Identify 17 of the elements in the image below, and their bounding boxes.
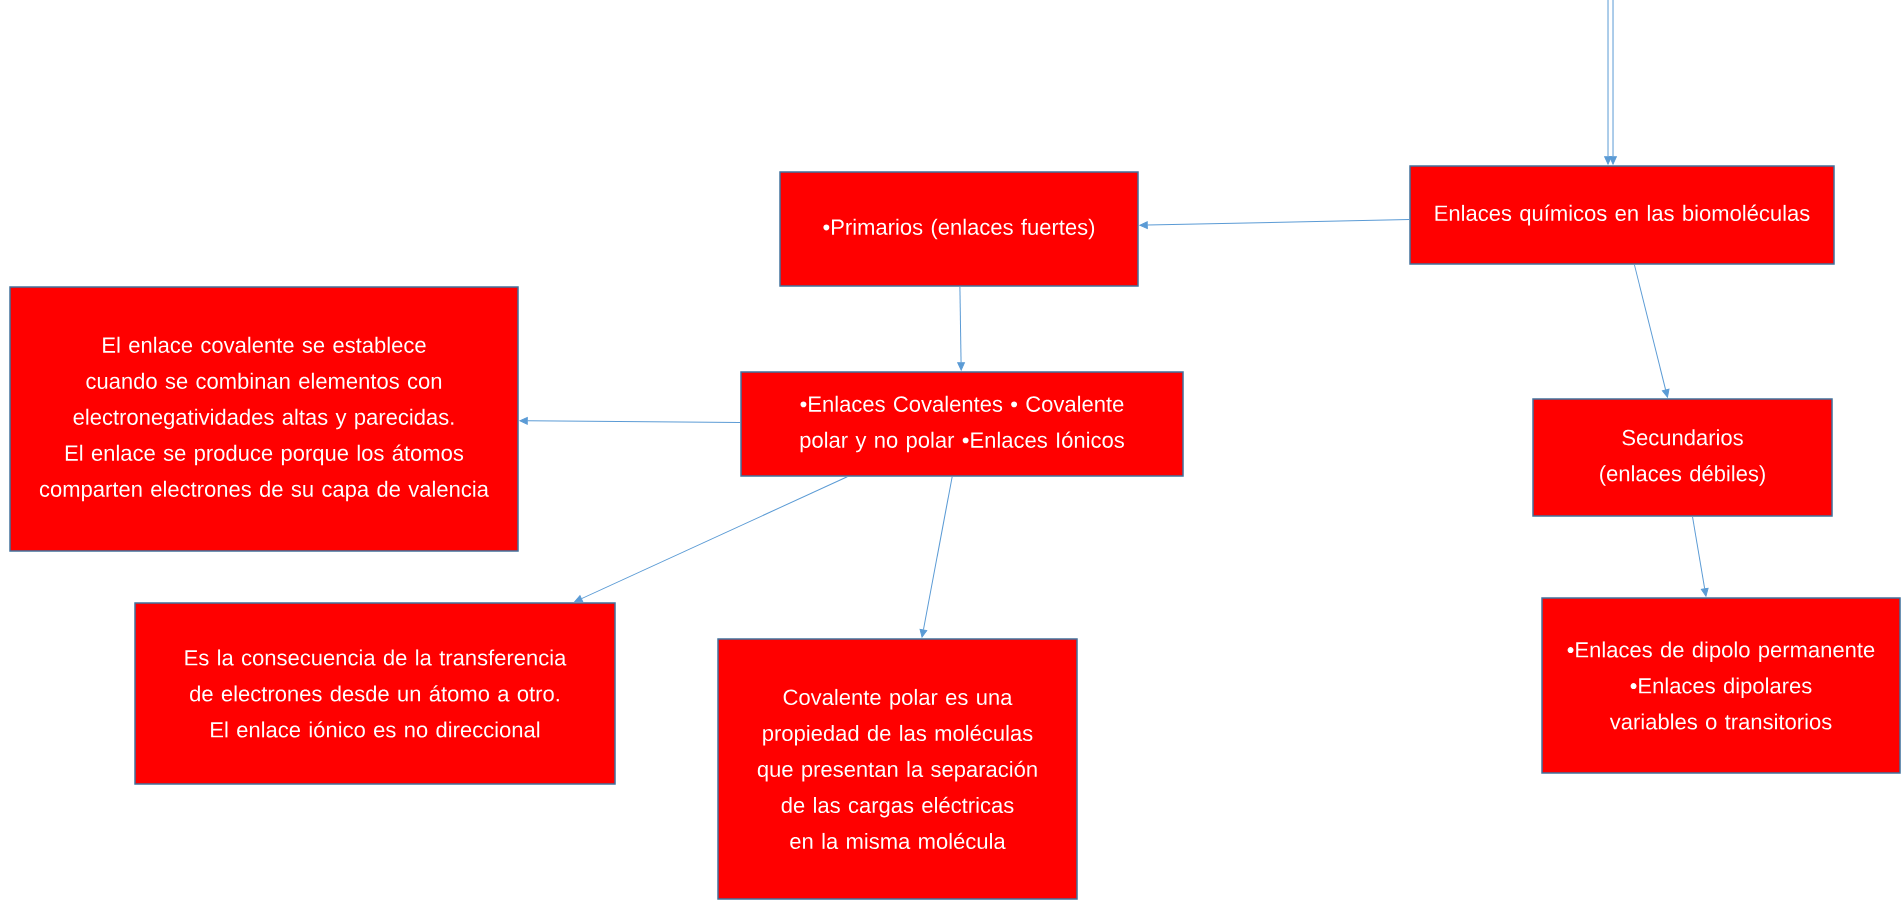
concept-box: •Enlaces de dipolo permanente •Enlaces dipolares variables o transitorios — [1541, 597, 1901, 774]
arrow — [957, 286, 965, 371]
concept-box: Secundarios (enlaces débiles) — [1532, 398, 1833, 517]
arrow — [1139, 219, 1410, 229]
concept-box: Enlaces químicos en las biomoléculas — [1409, 165, 1835, 265]
arrow — [574, 476, 848, 603]
concept-box: •Enlaces Covalentes • Covalente polar y no polar •Enlaces Iónicos — [740, 371, 1184, 477]
arrow — [1609, 0, 1617, 165]
concept-box: Es la consecuencia de la transferencia de electrones desde un átomo a otro. El enlace iónico es no direccional — [134, 602, 616, 785]
arrow — [1633, 264, 1670, 398]
concept-box: Covalente polar es una propiedad de las moléculas que presentan la separación de las cargas eléctricas en la misma molécula — [717, 638, 1078, 900]
arrow — [1692, 516, 1709, 597]
concept-box: •Primarios (enlaces fuertes) — [779, 171, 1139, 287]
arrow — [519, 417, 741, 425]
concept-box: El enlace covalente se establece cuando se combinan elementos con electronegatividades altas y parecidas. El enlace se produce porque los átomos comparten electrones de su capa de valencia — [9, 286, 519, 552]
arrow — [1604, 0, 1612, 165]
arrow — [919, 476, 953, 638]
